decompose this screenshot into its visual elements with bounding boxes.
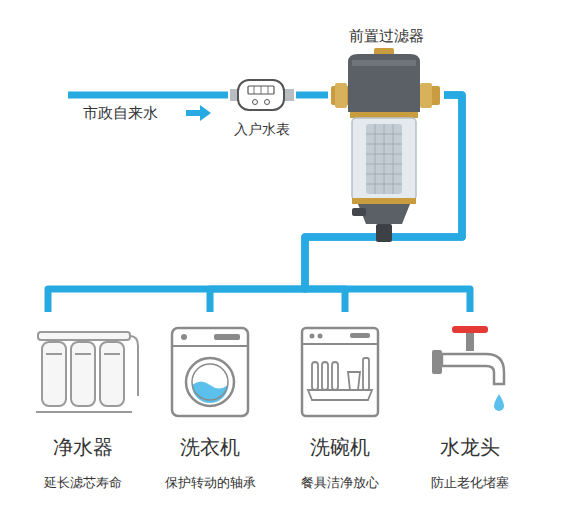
caption-label: 延长滤芯寿命	[44, 474, 122, 492]
water-pipe	[68, 92, 228, 99]
pre-filter-box: 前置过滤器	[328, 24, 444, 246]
name-label: 前置过滤器	[349, 26, 424, 46]
name-label: 洗衣机	[180, 434, 240, 460]
appliance-box: 净水器延长滤芯寿命	[23, 312, 143, 496]
water-meter-icon	[230, 80, 294, 110]
appliance-box: 洗衣机保护转动的轴承	[150, 312, 270, 496]
caption-label: 餐具洁净放心	[301, 474, 379, 492]
name-label: 洗碗机	[310, 434, 370, 460]
water-pipe	[305, 95, 462, 312]
name-label: 入户水表	[234, 120, 290, 138]
water-pipe	[48, 95, 462, 312]
caption-label: 防止老化堵塞	[431, 474, 509, 492]
name-label: 市政自来水	[83, 103, 158, 123]
appliance-box: 水龙头防止老化堵塞	[410, 312, 530, 496]
name-label: 水龙头	[440, 434, 500, 460]
source-label: 市政自来水	[68, 95, 218, 127]
caption-label: 保护转动的轴承	[165, 474, 256, 492]
pre-filter-illustration	[331, 48, 440, 242]
name-label: 净水器	[53, 434, 113, 460]
water-meter-box: 入户水表	[228, 78, 296, 140]
faucet-icon	[432, 326, 504, 411]
dishwasher-icon	[302, 328, 378, 416]
water-pipe	[305, 95, 470, 312]
washing-machine-icon	[172, 328, 248, 416]
water-pipe	[296, 92, 328, 99]
appliance-box: 洗碗机餐具洁净放心	[280, 312, 400, 496]
water-pipe	[210, 95, 462, 312]
flow-arrow	[186, 105, 211, 121]
water-purifier-icon	[36, 332, 138, 412]
